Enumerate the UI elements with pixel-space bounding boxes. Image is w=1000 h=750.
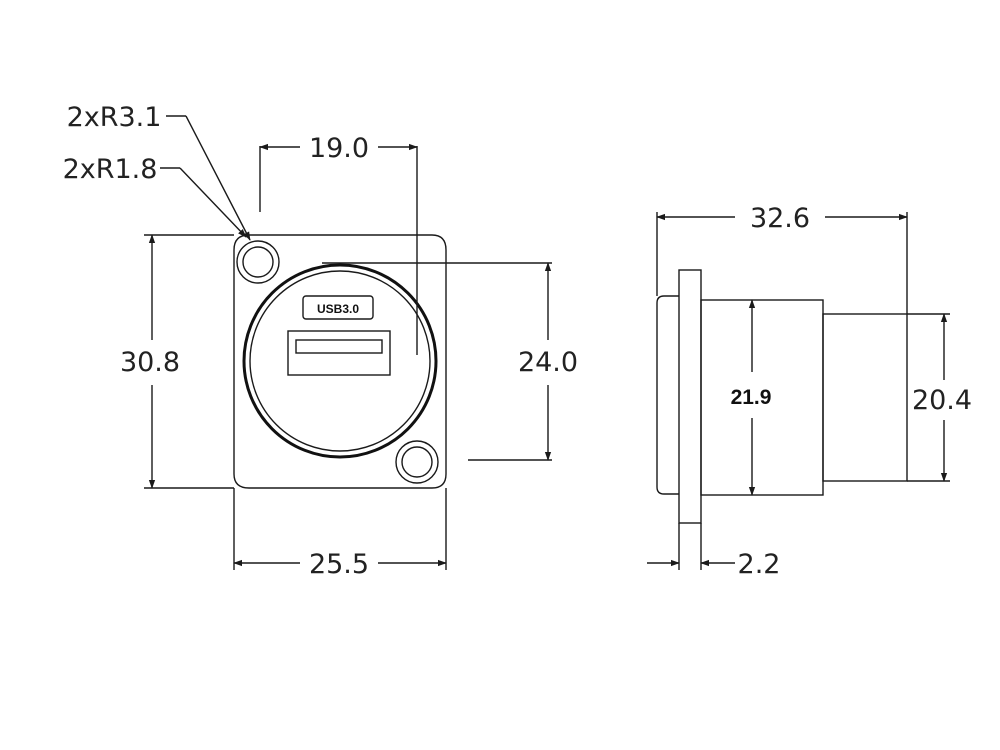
usb-label-box: USB3.0 xyxy=(302,295,374,320)
dim-2-2: 2.2 xyxy=(647,523,780,580)
dim-24-0-label: 24.0 xyxy=(518,347,578,378)
dim-25-5: 25.5 xyxy=(233,488,447,580)
dim-25-5-label: 25.5 xyxy=(309,549,369,580)
rear-cap-outline xyxy=(656,295,679,495)
side-view: 32.6 21.9 20.4 2.2 xyxy=(647,203,972,580)
dim-20-4-label: 20.4 xyxy=(912,385,972,416)
dim-24-0: 24.0 xyxy=(322,262,578,461)
dim-20-4: 20.4 xyxy=(907,313,972,482)
usb-label-text: USB3.0 xyxy=(317,302,359,316)
mounting-hole-bottom-right xyxy=(395,440,439,484)
round-housing-inner xyxy=(249,270,431,452)
flange-outline xyxy=(678,269,702,524)
dim-21-9-label: 21.9 xyxy=(731,386,772,409)
front-view: USB3.0 19.0 2xR3.1 2xR1.8 xyxy=(63,102,578,580)
callout-radius-outer: 2xR3.1 xyxy=(67,102,162,133)
dim-19-0-label: 19.0 xyxy=(309,133,369,164)
dim-2-2-label: 2.2 xyxy=(738,549,781,580)
tail-outline xyxy=(822,313,908,482)
leader-radius-outer: 2xR3.1 xyxy=(67,102,251,241)
dim-30-8: 30.8 xyxy=(120,234,234,489)
dim-32-6-label: 32.6 xyxy=(750,203,810,234)
dim-19-0: 19.0 xyxy=(259,133,418,355)
leader-radius-inner: 2xR1.8 xyxy=(63,154,247,238)
round-housing-outer xyxy=(242,263,438,459)
mounting-hole-top-left xyxy=(236,240,280,284)
dim-21-9: 21.9 xyxy=(731,299,772,496)
usb-port xyxy=(287,330,391,376)
callout-radius-inner: 2xR1.8 xyxy=(63,154,158,185)
dim-32-6: 32.6 xyxy=(656,203,908,314)
mounting-plate-outline xyxy=(233,234,447,489)
dim-30-8-label: 30.8 xyxy=(120,347,180,378)
